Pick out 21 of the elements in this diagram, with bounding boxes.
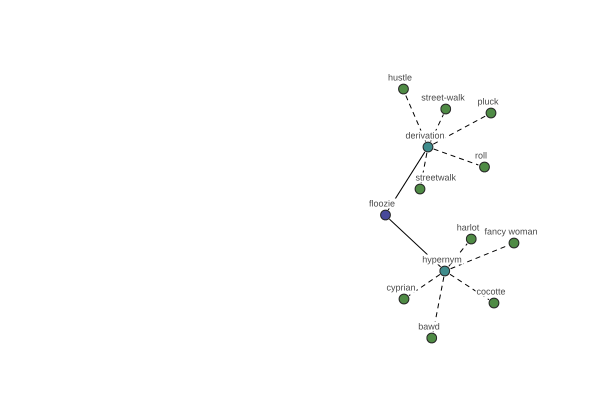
node-label: derivation: [404, 130, 446, 140]
dashed-connector: [432, 115, 486, 145]
dashed-connector: [433, 148, 479, 166]
node-label: hypernym: [421, 254, 463, 264]
node-label: streetwalk: [414, 172, 458, 182]
node-label: floozie: [368, 198, 396, 208]
dashed-connector: [432, 276, 444, 333]
node-label: harlot: [456, 222, 480, 232]
node-label: roll: [474, 150, 488, 160]
dashed-connector: [430, 114, 444, 142]
dashed-connector: [450, 274, 490, 300]
node-label: street-walk: [420, 92, 466, 102]
node-label: pluck: [476, 96, 500, 106]
node-label: cyprian: [386, 282, 416, 292]
node-label: fancy woman: [483, 226, 539, 236]
dashed-connector: [404, 94, 426, 142]
dashed-connector: [420, 152, 428, 184]
node-label: cocotte: [475, 286, 507, 296]
node-label: hustle: [386, 72, 414, 82]
node-label: bawd: [417, 322, 441, 332]
dashed-connector: [408, 274, 441, 296]
